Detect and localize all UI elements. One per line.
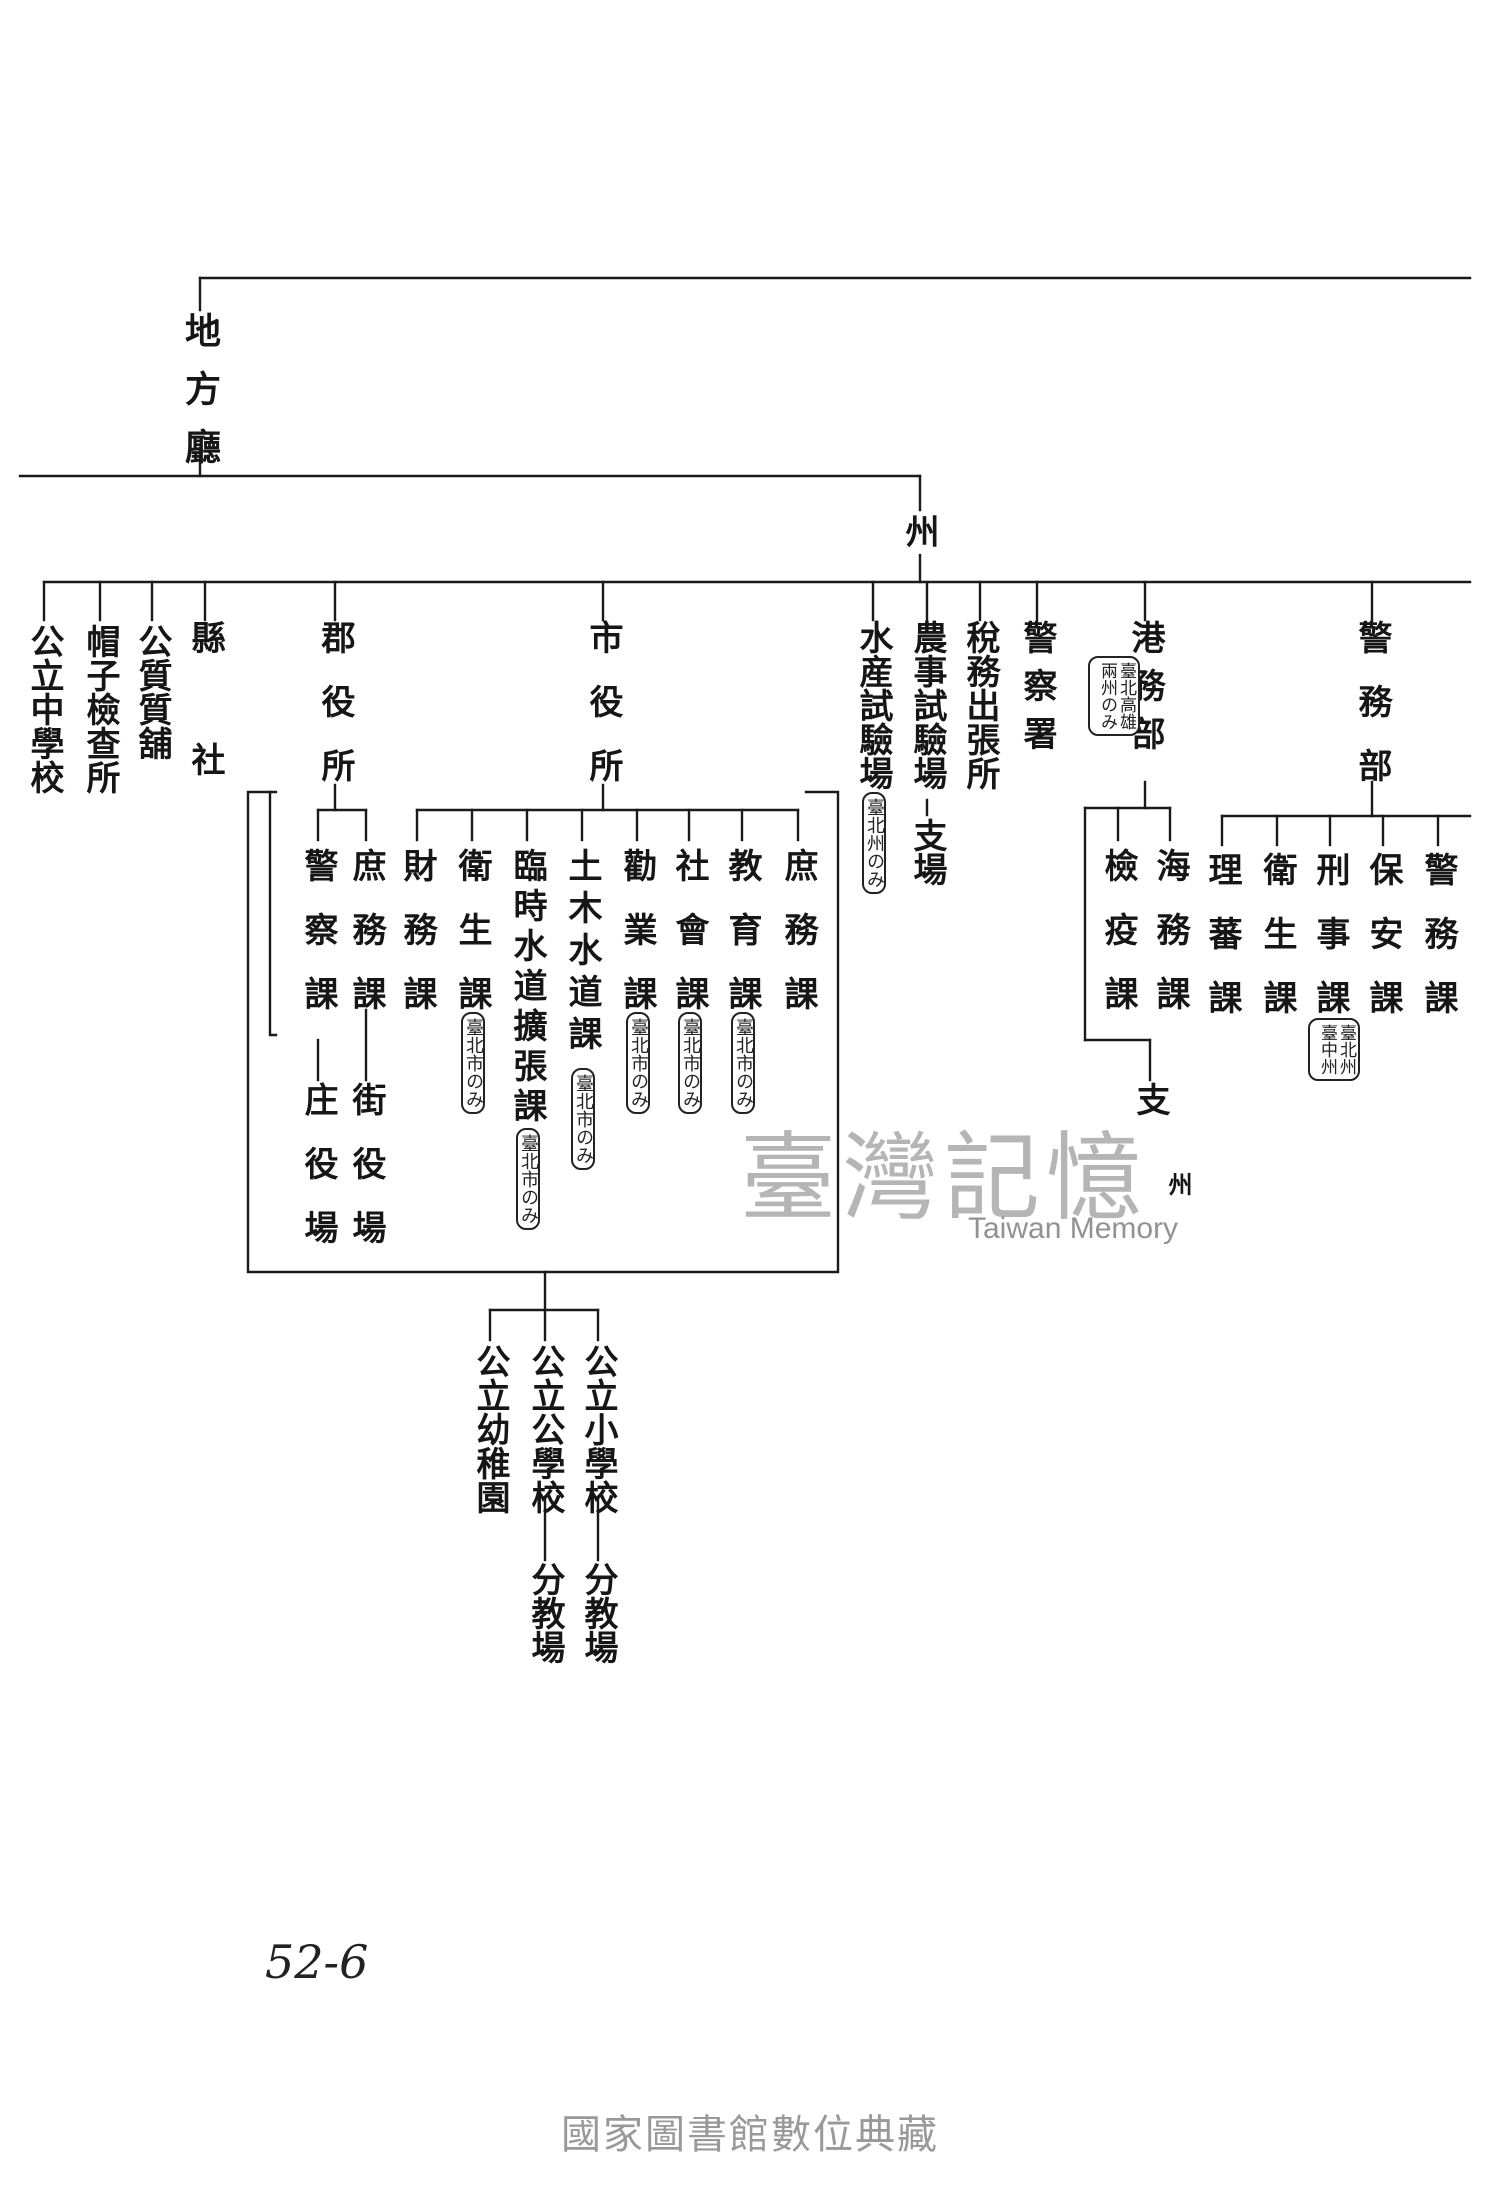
node-kenekika: 檢疫課 [1098,848,1138,1040]
node-shi-shakai: 社會課 [669,848,709,1040]
node-suisan: 水産試驗場 [853,620,893,790]
note-rinji: 臺北市のみ [516,1128,540,1230]
node-shi-kangyo: 勸業課 [617,848,657,1040]
node-shi-zaimu: 財務課 [397,848,437,1040]
node-eiseika: 衛生課 [1257,852,1297,1044]
node-shichishiho: 公質質舖 [132,624,172,760]
node-shi-doboku: 土木水道課 [562,848,602,1058]
node-gun-keisatsu: 警察課 [298,848,338,1040]
node-kaimuka: 海務課 [1150,848,1190,1040]
note-kangyo: 臺北市のみ [626,1012,650,1114]
node-chugakko: 公立中學校 [24,624,64,794]
node-shijo2-note: 州 [1164,1172,1193,1196]
node-nojishiken: 農事試驗場 [907,620,947,790]
note-komubu: 臺北高雄 兩州のみ [1088,656,1140,736]
node-shi-eisei: 衛生課 [452,848,492,1040]
note-eisei: 臺北市のみ [461,1012,485,1114]
node-shi-rinji: 臨時水道擴張課 [507,848,547,1128]
line-school-box [246,790,840,1274]
note-doboku: 臺北市のみ [571,1068,595,1170]
node-chihocho: 地方廳 [179,312,221,486]
node-hoanka: 保安課 [1363,852,1403,1044]
node-shi-shomu: 庶務課 [778,848,818,1040]
page-number: 52-6 [265,1935,369,1989]
note-komubu-b: 兩州のみ [1097,662,1117,730]
node-zeimu: 稅務出張所 [960,620,1000,790]
note-shakai: 臺北市のみ [678,1012,702,1114]
node-gaiyakuba: 街役場 [346,1082,386,1274]
node-keisatsusho: 警察署 [1017,620,1057,764]
watermark-logo: 臺灣記憶 [740,1122,1148,1234]
note-keiji: 臺北州 臺中州 [1308,1018,1360,1081]
node-shijo: 支場 [907,818,947,886]
node-kogakko: 公立公學校 [525,1344,565,1514]
node-ken: 縣 [185,620,225,654]
node-shogakko: 公立小學校 [578,1344,618,1514]
node-sha: 社 [185,742,225,776]
node-keimuka: 警務課 [1418,852,1458,1044]
node-shiyakusho: 市役所 [583,620,623,812]
node-shi-kyoiku: 教育課 [722,848,762,1040]
node-gun-shomu: 庶務課 [346,848,386,1040]
node-yochien: 公立幼稚園 [470,1344,510,1514]
note-komubu-a: 臺北高雄 [1116,662,1136,730]
note-keiji-a: 臺北州 [1336,1024,1356,1075]
node-shoyakuba: 庄役場 [298,1082,338,1274]
node-gunyakusho: 郡役所 [315,620,355,812]
watermark-subtitle: Taiwan Memory [968,1212,1179,1245]
node-bunkyojo2: 分教場 [578,1562,618,1664]
note-keiji-b: 臺中州 [1317,1024,1337,1075]
footer-credit: 國家圖書館數位典藏 [561,2112,939,2158]
node-shu: 州 [899,514,939,548]
node-shijo2: 支 [1130,1082,1170,1116]
node-richoka: 理蕃課 [1202,852,1242,1044]
note-suisan: 臺北州のみ [862,792,886,894]
note-kyoiku: 臺北市のみ [731,1012,755,1114]
node-keijika: 刑事課 [1310,852,1350,1044]
node-bunkyojo1: 分教場 [525,1562,565,1664]
node-keimubu: 警務部 [1352,620,1392,812]
node-boshi: 帽子檢查所 [80,624,120,794]
